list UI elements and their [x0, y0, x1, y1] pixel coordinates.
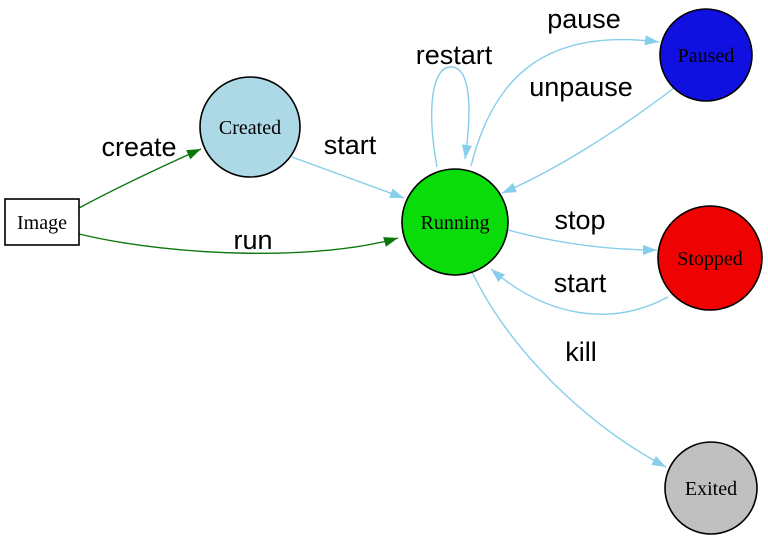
node-exited-circle [664, 441, 758, 535]
node-paused-label: Paused [678, 45, 735, 67]
edge-restart-loop [431, 66, 472, 168]
node-exited-label: Exited [685, 478, 737, 500]
edge-labels-layer: create run start restart pause unpause s… [101, 4, 632, 367]
nodes-layer: Image Created Running Paused Stopped Exi… [4, 8, 763, 535]
edge-create [78, 148, 202, 209]
edge-label-start-2: start [554, 268, 607, 298]
edge-start-stopped-running [490, 268, 669, 315]
node-running-circle [401, 168, 509, 276]
node-created-circle [199, 76, 301, 178]
edge-label-stop: stop [554, 205, 605, 235]
edge-label-create: create [101, 132, 176, 162]
edge-label-kill: kill [565, 337, 597, 367]
node-stopped-circle [657, 205, 763, 311]
edge-start-created-running [291, 156, 405, 199]
edge-unpause [501, 87, 675, 194]
node-paused-circle [659, 8, 753, 102]
edge-label-pause: pause [547, 4, 621, 34]
node-image-label: Image [17, 212, 67, 234]
node-created-label: Created [219, 117, 281, 139]
edge-label-restart: restart [416, 40, 493, 70]
node-stopped-label: Stopped [677, 248, 743, 270]
edge-label-run: run [233, 225, 272, 255]
node-image-box [4, 198, 80, 246]
edge-run [78, 233, 399, 255]
node-running-label: Running [421, 212, 490, 234]
edge-label-unpause: unpause [529, 72, 633, 102]
edges-layer [78, 35, 675, 468]
edge-kill [471, 271, 667, 468]
edge-stop [507, 229, 658, 255]
edge-label-start-1: start [324, 130, 377, 160]
edge-pause [470, 35, 660, 167]
